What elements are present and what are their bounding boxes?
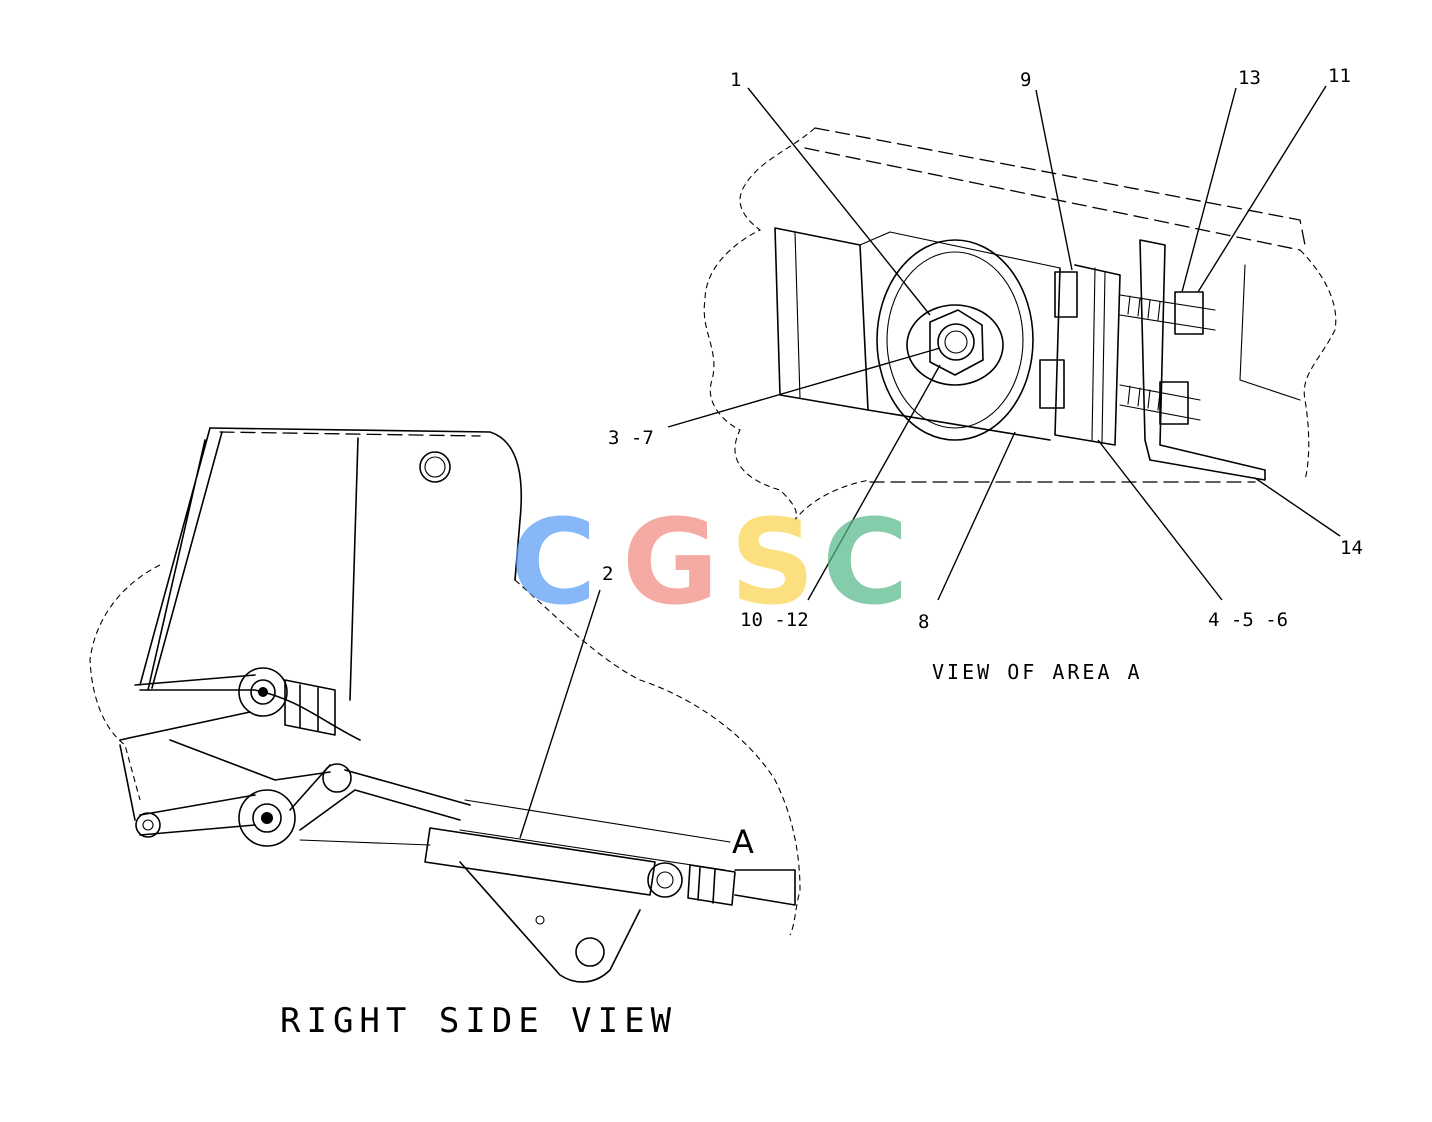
lower-bracket bbox=[459, 861, 641, 983]
leader-10-12 bbox=[807, 364, 941, 601]
callout-4-5-6: 4 -5 -6 bbox=[1208, 609, 1288, 631]
cylinder-rod bbox=[299, 799, 731, 871]
leader-3-7 bbox=[667, 347, 941, 428]
bolt-end bbox=[937, 323, 975, 361]
watermark-letter-s: S bbox=[730, 493, 815, 631]
watermark-letter-c1: C bbox=[510, 493, 597, 631]
leader-14 bbox=[1254, 477, 1341, 537]
cylinder-end-eye-inner bbox=[656, 871, 674, 889]
panel-vertical-member bbox=[349, 437, 359, 701]
upper-pivot-pin bbox=[258, 687, 268, 697]
housing-phantom-top bbox=[814, 127, 1306, 246]
housing-phantom-left bbox=[703, 127, 871, 521]
hex-nut bbox=[929, 309, 984, 376]
frame-right-edge bbox=[1239, 264, 1301, 401]
leader-13 bbox=[1181, 87, 1237, 293]
leader-lines bbox=[519, 85, 1341, 839]
washer bbox=[906, 304, 1004, 386]
nut-upper bbox=[1174, 291, 1204, 335]
panel-hole-inner bbox=[424, 456, 446, 478]
callout-3-7: 3 -7 bbox=[608, 427, 654, 449]
upper-arm bbox=[119, 674, 361, 741]
leader-8 bbox=[937, 431, 1016, 601]
callout-labels: 1 9 13 11 3 -7 14 2 10 -12 8 4 -5 -6 bbox=[602, 65, 1363, 633]
angle-bracket bbox=[1139, 239, 1266, 481]
clamp-plate-inner bbox=[1091, 267, 1106, 443]
watermark-letter-g: G bbox=[622, 493, 719, 631]
callout-8: 8 bbox=[918, 611, 929, 633]
lower-pivot bbox=[238, 789, 296, 847]
housing-phantom-right bbox=[1299, 249, 1337, 481]
right-side-view-caption: RIGHT SIDE VIEW bbox=[280, 1001, 677, 1041]
panel-hole bbox=[419, 451, 451, 483]
cylinder-end-eye bbox=[647, 862, 683, 898]
lower-arm-end bbox=[135, 812, 161, 838]
bolt-end-inner bbox=[944, 330, 968, 354]
watermark-letter-c2: C bbox=[822, 493, 909, 631]
upper-pivot-inner bbox=[250, 679, 276, 705]
right-side-view bbox=[89, 427, 801, 983]
lower-pivot-inner bbox=[252, 803, 282, 833]
watermark-logo: C G S C bbox=[510, 493, 909, 631]
frame-phantom-right bbox=[514, 579, 801, 936]
leader-1 bbox=[747, 87, 931, 316]
lower-pivot-pin bbox=[261, 812, 273, 824]
callout-1: 1 bbox=[730, 69, 741, 91]
upper-clamp bbox=[284, 679, 336, 736]
lower-bracket-small-hole bbox=[535, 915, 545, 925]
leader-4-5-6 bbox=[1097, 439, 1223, 601]
leader-2 bbox=[519, 589, 601, 839]
upper-pivot bbox=[238, 667, 288, 717]
area-letter-marker: A bbox=[732, 823, 754, 861]
cylinder-end-clamp bbox=[687, 864, 736, 906]
callout-13: 13 bbox=[1238, 67, 1261, 89]
bolt-head-lower bbox=[1039, 359, 1065, 409]
clamp-plate bbox=[1054, 264, 1121, 446]
lower-arm bbox=[119, 739, 331, 836]
callout-2: 2 bbox=[602, 563, 613, 585]
panel-top-dashed bbox=[219, 431, 481, 437]
housing-phantom-top-inner bbox=[804, 147, 1301, 251]
link-bar bbox=[289, 764, 471, 831]
nut-lower bbox=[1159, 381, 1189, 425]
callout-10-12: 10 -12 bbox=[740, 609, 809, 631]
detail-view-area-a bbox=[703, 127, 1337, 521]
stud-upper bbox=[1119, 294, 1216, 331]
lower-arm-end-hole bbox=[142, 819, 154, 831]
cylinder-mount bbox=[734, 869, 796, 906]
panel-outline bbox=[209, 427, 523, 581]
panel-left-edge bbox=[139, 427, 223, 691]
callout-9: 9 bbox=[1020, 69, 1031, 91]
frame-phantom bbox=[89, 564, 161, 801]
callout-14: 14 bbox=[1340, 537, 1363, 559]
pivot-disc bbox=[876, 239, 1034, 441]
leader-11 bbox=[1197, 85, 1327, 293]
lower-bracket-hole bbox=[575, 937, 605, 967]
bolt-head-upper bbox=[1054, 271, 1078, 318]
pivot-disc-inner bbox=[886, 251, 1024, 429]
view-of-area-caption: VIEW OF AREA A bbox=[932, 660, 1143, 684]
link-pivot bbox=[322, 763, 352, 793]
bracket-lower-edge bbox=[867, 409, 1051, 441]
cylinder-body bbox=[424, 827, 656, 896]
leader-9 bbox=[1035, 89, 1073, 271]
callout-11: 11 bbox=[1328, 65, 1351, 87]
